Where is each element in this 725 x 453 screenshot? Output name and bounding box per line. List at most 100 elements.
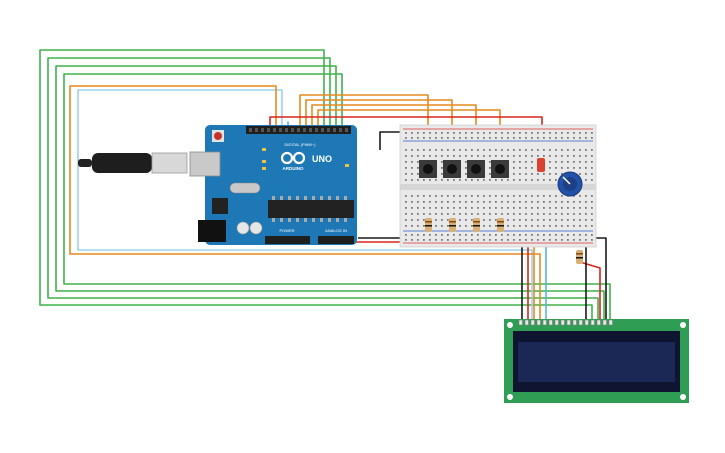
green-wire-2[interactable] [47,57,599,322]
lcd-pin[interactable] [536,319,541,326]
breadboard-hole [585,155,587,157]
breadboard-hole [495,213,497,215]
breadboard-hole [549,179,551,181]
breadboard-hole [405,225,407,227]
lcd-pin[interactable] [602,319,607,326]
breadboard-hole [447,239,449,241]
breadboard-hole [585,137,587,139]
orange-wire-btn-2[interactable] [305,99,453,148]
lcd-pin[interactable] [572,319,577,326]
breadboard-hole [579,213,581,215]
lcd-pin[interactable] [530,319,535,326]
lcd-16x2-module[interactable] [504,319,689,403]
usb-cable-strain [78,159,92,167]
breadboard-hole [477,201,479,203]
green-wire-4[interactable] [63,73,611,322]
breadboard-hole [543,137,545,139]
breadboard-hole [417,173,419,175]
breadboard-hole [543,239,545,241]
breadboard-hole [501,132,503,134]
arduino-pcb [205,125,357,245]
breadboard-hole [531,155,533,157]
lcd-pin[interactable] [578,319,583,326]
push-button-4[interactable] [491,160,509,178]
breadboard-hole [507,149,509,151]
breadboard-hole [591,179,593,181]
lcd-pin[interactable] [524,319,529,326]
lcd-pin[interactable] [542,319,547,326]
push-button-3[interactable] [467,160,485,178]
breadboard-hole [465,219,467,221]
breadboard-hole [501,239,503,241]
breadboard-hole [465,137,467,139]
breadboard-hole [591,201,593,203]
breadboard-hole [501,201,503,203]
breadboard-hole [435,149,437,151]
breadboard-hole [549,234,551,236]
resistor-4[interactable] [497,218,504,232]
lcd-pin[interactable] [596,319,601,326]
red-wire-lcd-2[interactable] [579,261,601,322]
breadboard-hole [531,132,533,134]
breadboard-hole [519,155,521,157]
usb-jack [189,151,221,177]
breadboard-hole [555,132,557,134]
breadboard-hole [585,179,587,181]
breadboard-hole [549,195,551,197]
breadboard-hole [585,225,587,227]
breadboard-hole [591,225,593,227]
push-button-2[interactable] [443,160,461,178]
breadboard-hole [555,173,557,175]
breadboard-hole [471,219,473,221]
breadboard-hole [519,161,521,163]
breadboard-hole [489,179,491,181]
breadboard-hole [411,161,413,163]
analog-header[interactable] [318,236,354,244]
breadboard-hole [567,219,569,221]
breadboard-hole [465,132,467,134]
light-blue-wire-long[interactable] [77,89,533,322]
power-header[interactable] [265,236,310,244]
breadboard-hole [507,239,509,241]
breadboard-hole [537,219,539,221]
resistor-1[interactable] [425,218,432,232]
lcd-pin[interactable] [608,319,613,326]
lcd-pin[interactable] [566,319,571,326]
lcd-pin[interactable] [548,319,553,326]
lcd-pin[interactable] [518,319,523,326]
resistor-3[interactable] [473,218,480,232]
breadboard-hole [501,137,503,139]
breadboard-hole [549,137,551,139]
breadboard-hole [429,213,431,215]
breadboard-hole [561,161,563,163]
orange-wire-long[interactable] [69,85,541,322]
breadboard-hole [453,234,455,236]
breadboard-hole [447,179,449,181]
lcd-pin[interactable] [590,319,595,326]
black-wire-gnd-top[interactable] [379,131,406,150]
breadboard-hole [405,207,407,209]
lcd-pin[interactable] [584,319,589,326]
breadboard-hole [561,137,563,139]
potentiometer[interactable] [557,171,583,197]
breadboard-hole [453,213,455,215]
breadboard-hole [579,207,581,209]
arduino-uno-board[interactable]: ARDUINO UNO DIGITAL (PWM~) POWER ANALOG … [189,125,357,245]
breadboard-hole [453,149,455,151]
breadboard-hole [483,213,485,215]
resistor-2[interactable] [449,218,456,232]
breadboard-hole [591,234,593,236]
breadboard-hole [501,179,503,181]
push-button-1[interactable] [419,160,437,178]
resistor-red-top[interactable] [537,158,545,172]
lcd-pin[interactable] [560,319,565,326]
breadboard-hole [537,207,539,209]
breadboard-hole [591,207,593,209]
breadboard-hole [423,155,425,157]
lcd-pin[interactable] [554,319,559,326]
green-wire-1[interactable] [39,49,593,322]
green-wire-3[interactable] [55,65,605,322]
breadboard-hole [513,173,515,175]
orange-wire-btn-1[interactable] [299,94,429,148]
resistor-5[interactable] [576,250,583,264]
